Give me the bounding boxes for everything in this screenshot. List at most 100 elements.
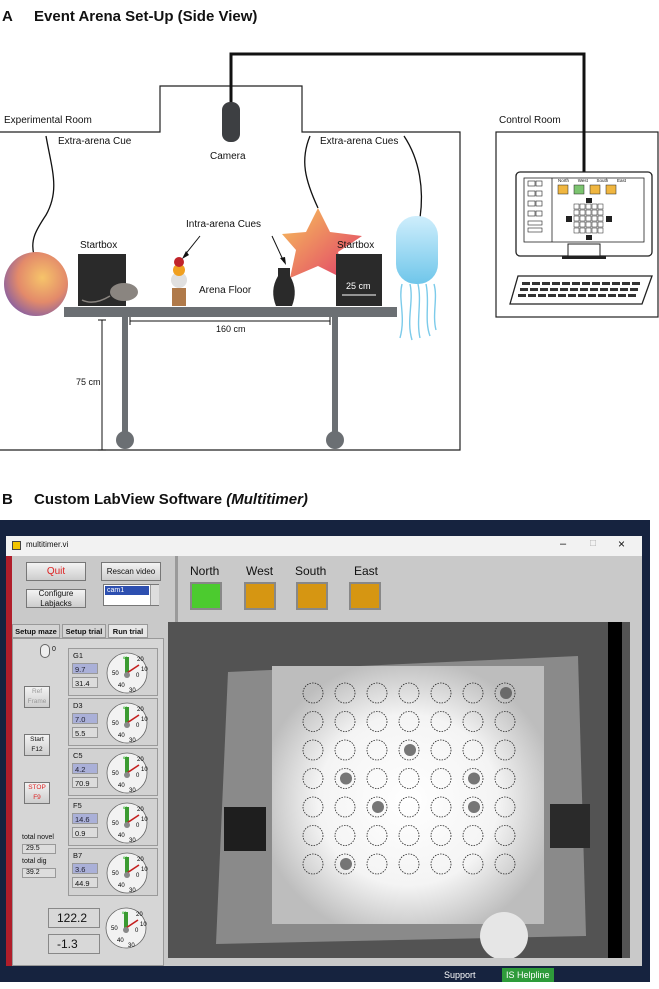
configure-labjacks-button[interactable]: Configure Labjacks <box>26 589 86 608</box>
ref-frame-button[interactable]: Ref Frame <box>24 686 50 708</box>
camera-cable <box>229 52 586 172</box>
rat-icon <box>110 283 138 301</box>
panel-b-title-italic: (Multitimer) <box>226 491 308 508</box>
lamp-north <box>190 582 222 610</box>
monitor-grid-cell <box>585 209 592 216</box>
experimental-room-outline <box>0 85 461 451</box>
label-east: East <box>354 564 379 578</box>
well-circle <box>430 796 452 818</box>
extra-arena-cue-jellyfish <box>396 216 438 284</box>
well-circle <box>430 768 452 789</box>
well-circle <box>462 711 484 732</box>
panel-divider <box>175 556 178 626</box>
well-circle <box>366 853 388 875</box>
maximize-button[interactable]: □ <box>590 538 597 549</box>
monitor-grid-cell <box>573 209 580 216</box>
dial-gauge: 0102030405060 <box>106 702 148 744</box>
dial-needle <box>125 919 139 929</box>
well-circle <box>302 796 324 818</box>
camera-body <box>222 102 240 142</box>
spin-value: 0 <box>52 646 56 653</box>
dial-tick-label: 50 <box>112 821 119 827</box>
dial-hub <box>124 672 130 678</box>
quit-button[interactable]: Quit <box>26 562 86 581</box>
lamp-east <box>349 582 381 610</box>
camera-list-item[interactable]: cam1 <box>105 586 149 595</box>
left-edge-bar <box>6 556 12 966</box>
stop-button[interactable]: STOP F9 <box>24 782 50 804</box>
dial-tick-label: 30 <box>129 738 136 744</box>
monitor-label-west: West <box>577 178 588 183</box>
dial-tick-label: 10 <box>141 767 148 773</box>
listbox-scrollbar[interactable] <box>150 585 159 605</box>
dial-hub <box>123 927 129 933</box>
tab-setup-trial[interactable]: Setup trial <box>62 624 106 638</box>
cluster-name: C5 <box>73 751 83 760</box>
well-circle <box>334 739 356 761</box>
label-extra-arena-cue: Extra-arena Cue <box>58 136 132 147</box>
dial-hub <box>124 822 130 828</box>
camera-listbox[interactable]: cam1 <box>103 584 159 606</box>
panel-a-letter: A <box>2 8 13 25</box>
app-icon <box>12 541 21 550</box>
big-value-1: 122.2 <box>48 908 100 928</box>
keyboard-key <box>538 294 546 297</box>
well-circle <box>398 682 420 704</box>
dial-tick-label: 10 <box>140 922 147 928</box>
close-button[interactable]: × <box>618 537 626 551</box>
tab-run-trial[interactable]: Run trial <box>108 624 148 638</box>
dial-tick-label: 10 <box>141 717 148 723</box>
well-circle <box>462 796 484 818</box>
well-circle <box>462 682 484 704</box>
dial-tick-label: 0 <box>136 723 140 729</box>
keyboard-key <box>592 282 600 285</box>
well-circle <box>302 682 324 704</box>
dial-tick-label: 40 <box>118 833 125 839</box>
window-titlebar: multitimer.vi – □ × <box>6 536 642 557</box>
well-circle <box>398 768 420 789</box>
cluster-b7: B73.644.90102030405060 <box>68 848 158 896</box>
keyboard-key <box>600 288 608 291</box>
monitor-grid-cell <box>585 203 592 210</box>
monitor-startbox <box>586 235 592 240</box>
well-circle <box>398 711 420 732</box>
dial-tick-label: 0 <box>136 823 140 829</box>
minimize-button[interactable]: – <box>560 538 567 550</box>
cluster-dial: 0102030405060 <box>105 651 149 695</box>
cluster-dial: 0102030405060 <box>105 851 149 895</box>
well-circle <box>430 711 452 732</box>
keyboard-key <box>630 288 638 291</box>
rescan-video-button[interactable]: Rescan video <box>101 562 161 581</box>
cluster-value-2: 70.9 <box>72 777 98 788</box>
label-south: South <box>295 564 327 578</box>
dial-tick-label: 0 <box>136 673 140 679</box>
label-west: West <box>246 564 274 578</box>
tab-setup-maze[interactable]: Setup maze <box>12 624 60 638</box>
keyboard-key <box>622 282 630 285</box>
well-circle <box>462 739 484 761</box>
well-circle <box>334 796 356 818</box>
intra-cue-stack <box>172 288 186 306</box>
panel-b-letter: B <box>2 491 13 508</box>
label-experimental-room: Experimental Room <box>4 115 92 126</box>
well-circle <box>302 711 324 732</box>
start-button[interactable]: Start F12 <box>24 734 50 756</box>
keyboard-key <box>550 288 558 291</box>
dial-tick-label: 50 <box>112 721 119 727</box>
dial-tick-label: 20 <box>137 807 144 813</box>
keyboard-key <box>552 282 560 285</box>
well-circle <box>494 825 516 846</box>
dial-tick-label: 30 <box>128 943 135 949</box>
dial-hub <box>124 722 130 728</box>
label-box-size: 25 cm <box>346 281 371 291</box>
dial-gauge: 0102030405060 <box>106 752 148 794</box>
spin-control[interactable] <box>40 644 50 658</box>
well-circle <box>366 711 388 732</box>
well-marker <box>372 801 384 813</box>
well-marker <box>468 801 480 813</box>
dial-tick-label: 20 <box>137 707 144 713</box>
cluster-dial: 0102030405060 <box>105 801 149 845</box>
cluster-value-1: 4.2 <box>72 763 98 774</box>
cluster-g1: G19.731.40102030405060 <box>68 648 158 696</box>
status-helpline[interactable]: IS Helpline <box>502 968 554 982</box>
